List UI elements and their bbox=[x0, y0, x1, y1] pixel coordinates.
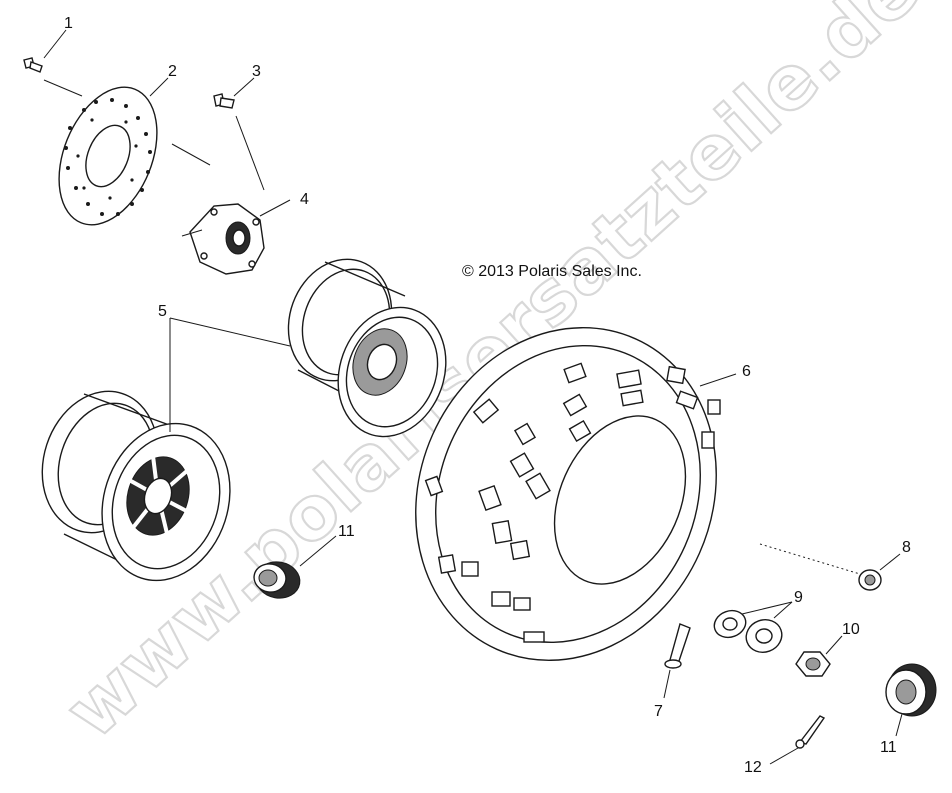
callout-11-left: 11 bbox=[338, 523, 355, 540]
part-4-wheel-hub bbox=[181, 199, 291, 275]
callout-1: 1 bbox=[64, 15, 73, 32]
callout-8: 8 bbox=[902, 539, 911, 556]
callout-10: 10 bbox=[842, 621, 860, 638]
part-11-center-cap-left bbox=[253, 535, 337, 599]
callout-4: 4 bbox=[300, 191, 309, 208]
axle-centerline bbox=[759, 543, 861, 575]
part-1-bolt bbox=[23, 57, 83, 97]
copyright-notice: © 2013 Polaris Sales Inc. bbox=[462, 263, 642, 280]
callout-6: 6 bbox=[742, 363, 751, 380]
callout-5: 5 bbox=[158, 303, 167, 320]
part-8-flange-nut bbox=[858, 553, 901, 591]
part-6-tire bbox=[415, 327, 737, 661]
part-2-brake-disc bbox=[58, 86, 211, 226]
callout-2-leader bbox=[149, 77, 169, 97]
part-12-cotter-pin bbox=[769, 715, 826, 765]
part-10-hex-nut bbox=[795, 635, 843, 677]
part-5-rear-rim bbox=[287, 258, 447, 438]
callout-7: 7 bbox=[654, 703, 663, 720]
callout-2: 2 bbox=[168, 63, 177, 80]
part-11-center-cap-right bbox=[885, 663, 937, 737]
callout-3: 3 bbox=[252, 63, 261, 80]
callout-12: 12 bbox=[744, 759, 762, 776]
callout-3-leader bbox=[233, 77, 255, 97]
part-9-washers bbox=[713, 601, 793, 653]
part-3-wheel-stud bbox=[213, 93, 265, 191]
part-5-front-rim bbox=[41, 390, 231, 582]
callout-9: 9 bbox=[794, 589, 803, 606]
callout-11-right: 11 bbox=[880, 739, 897, 756]
part-7-axle-stud bbox=[663, 623, 691, 699]
callout-1-leader bbox=[43, 29, 67, 59]
callout-5-leaders bbox=[169, 317, 291, 432]
